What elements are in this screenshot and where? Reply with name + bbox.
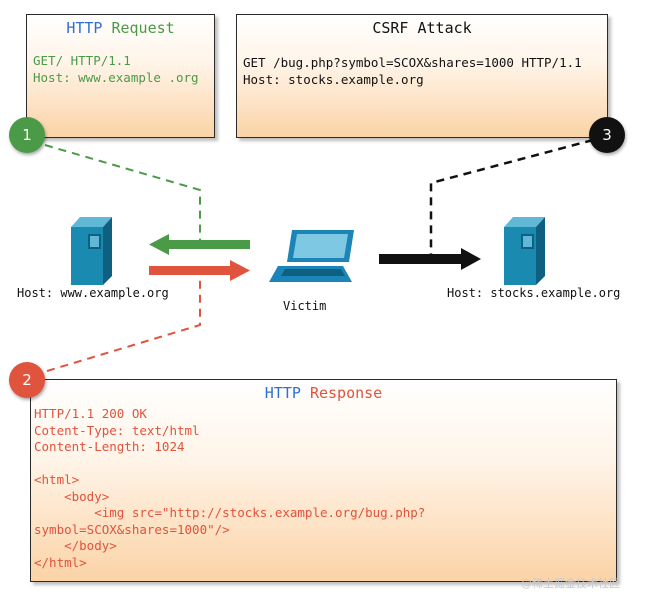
watermark: @稀土掘金技术社区 (521, 577, 620, 590)
connector-3 (429, 138, 594, 258)
request-body: GET/ HTTP/1.1 Host: www.example .org (33, 53, 199, 85)
laptop-icon (269, 230, 354, 282)
connector-1 (44, 144, 201, 242)
step-badge-3: 3 (589, 117, 625, 153)
request-arrow (149, 234, 250, 255)
victim-label: Victim (283, 299, 327, 313)
request-title-http: HTTP (66, 19, 103, 37)
response-title-word: Response (309, 384, 383, 402)
response-arrow (149, 260, 250, 281)
attack-arrow (379, 248, 481, 270)
csrf-body: GET /bug.php?symbol=SCOX&shares=1000 HTT… (243, 55, 582, 87)
connector-2 (46, 272, 201, 372)
response-body: HTTP/1.1 200 OK Cotent-Type: text/html C… (34, 406, 426, 570)
host-label-left: Host: www.example.org (17, 286, 169, 300)
server-icon (504, 217, 545, 285)
response-title-http: HTTP (264, 384, 301, 402)
step-badge-1: 1 (9, 117, 45, 153)
http-request-box: HTTP Request GET/ HTTP/1.1 Host: www.exa… (26, 14, 215, 138)
response-title: HTTP Response (31, 384, 616, 402)
csrf-attack-box: CSRF Attack GET /bug.php?symbol=SCOX&sha… (236, 14, 608, 138)
step-badge-2: 2 (9, 362, 45, 398)
server-icon (71, 217, 112, 285)
host-label-right: Host: stocks.example.org (447, 286, 621, 300)
request-title: HTTP Request (27, 19, 214, 37)
csrf-title: CSRF Attack (372, 19, 472, 37)
request-title-word: Request (111, 19, 175, 37)
http-response-box: HTTP Response HTTP/1.1 200 OK Cotent-Typ… (30, 379, 617, 582)
